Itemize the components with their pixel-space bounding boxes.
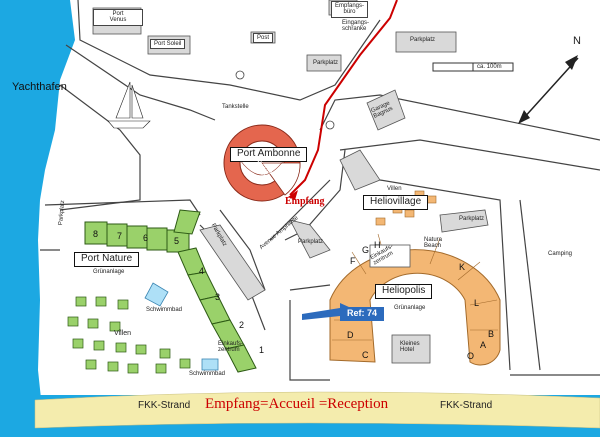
pool-left [144,282,169,307]
heliopolis-letter-h: H [374,240,381,250]
parkplatz-left-label: Parkplatz [298,239,324,245]
empfangsburo-label: Empfangs- büro [331,1,369,18]
beach [34,391,600,429]
scale-bar [432,62,514,72]
scale-label: ca. 100m [477,64,502,70]
kleines-hotel-label: Kleines Hotel [400,341,420,354]
villen-top-label: Villen [387,186,402,192]
heliopolis-letter-c: C [362,350,369,360]
post-label: Post [253,33,274,44]
heliopolis-letter-d: D [347,330,354,340]
eingangsschranke-label: Eingangs- schranke [342,20,370,33]
port-nature-label: Port Nature [74,252,140,267]
einkaufszentrum-nature-label: Einkaufs- zentrum [218,341,244,354]
heliopolis-letter-a: A [480,340,487,350]
port-nature-num-8: 8 [93,229,99,239]
heliopolis-letter-k: K [459,262,466,272]
sailboat [107,81,151,129]
fkk-right-label: FKK-Strand [440,400,493,411]
port-nature-num-1: 1 [259,345,265,355]
port-nature-num-3: 3 [215,292,221,302]
heliopolis-letter-l: L [474,298,480,308]
port-soleil-label: Port Soleil [150,39,186,50]
port-ambonne-label: Port Ambonne [230,147,308,162]
port-nature-num-7: 7 [117,231,123,241]
pool-bottom [201,358,219,371]
route-to-empfang [289,0,398,196]
natura-beach-label: Natura Beach [424,237,443,250]
schwimmbad-bottom-label: Schwimmbad [189,371,226,377]
heliopolis-letter-b: B [488,329,495,339]
heliopolis-label: Heliopolis [375,284,433,299]
heliopolis-letter-g: G [362,245,370,255]
port-nature-building [84,209,257,373]
north-label: N [573,35,581,47]
heliopolis-letter-f: F [350,256,356,266]
heliopolis-letter-o: O [467,351,475,361]
tankstelle-label: Tankstelle [222,104,249,110]
parkplatz-right-label: Parkplatz [459,216,485,222]
schwimmbad-left-label: Schwimmbad [146,307,183,313]
port-nature-num-6: 6 [143,233,149,243]
camping-label: Camping [548,251,573,257]
grunanlage-left-label: Grünanlage [93,269,125,275]
grunanlage-helio-label: Grünanlage [394,305,426,311]
port-venus-label: Port Venus [93,9,143,26]
road-lines [40,0,600,381]
ref-box [340,307,384,321]
villen-left-label: Villen [114,330,131,337]
heliovillage-villas [375,190,437,226]
parkplatz-top-label: Parkplatz [410,37,436,43]
reception-label: Empfang=Accueil =Reception [205,396,389,412]
yachthafen-label: Yachthafen [12,81,67,93]
port-nature-num-5: 5 [174,236,180,246]
empfang-label: Empfang [285,196,325,207]
sea [0,0,75,437]
parkplatz-mid-label: Parkplatz [313,60,339,66]
ref-label: Ref: 74 [347,308,378,318]
villen-green-squares [67,296,191,374]
north-arrow [518,55,579,124]
heliovillage-label: Heliovillage [363,195,429,210]
fkk-left-label: FKK-Strand [138,400,191,411]
port-nature-num-2: 2 [239,320,245,330]
port-nature-num-4: 4 [199,266,205,276]
